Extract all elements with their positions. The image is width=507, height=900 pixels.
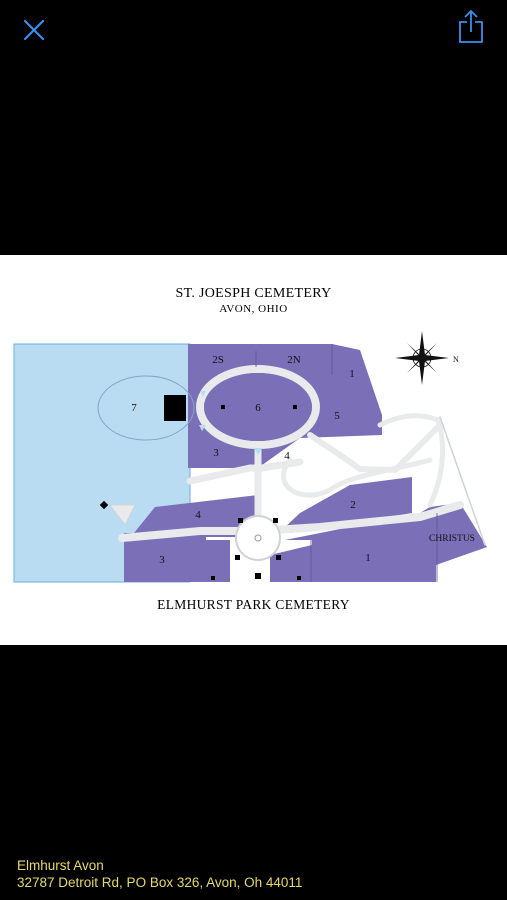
- section-4-top-label: 4: [284, 450, 290, 462]
- marker: [276, 555, 281, 560]
- section-7-label: 7: [131, 402, 137, 414]
- section-1-top-label: 1: [349, 368, 355, 380]
- marker: [221, 405, 225, 409]
- building: [164, 395, 186, 421]
- map-drawing: 2S 2N 1 7 6 5 3 4 2 4 3 1 CHRISTUS N: [13, 331, 487, 583]
- section-3-lower-block: [124, 540, 230, 582]
- share-button[interactable]: [456, 8, 488, 46]
- section-2s-label: 2S: [212, 354, 224, 366]
- section-5-label: 5: [334, 410, 340, 422]
- water-marker: [199, 425, 206, 431]
- marker: [99, 500, 109, 510]
- marker: [235, 555, 240, 560]
- marker: [255, 573, 261, 579]
- west-lot: [109, 504, 136, 526]
- section-6-oval: [204, 373, 312, 441]
- water-marker: [200, 391, 206, 397]
- christus-label: CHRISTUS: [429, 534, 475, 544]
- east-road: [377, 413, 446, 508]
- winding-road: [281, 457, 433, 498]
- map-title: ST. JOESPH CEMETERY: [175, 286, 332, 301]
- section-1-lower-block: [285, 503, 487, 582]
- compass-rose: N: [395, 331, 459, 385]
- close-button[interactable]: [22, 18, 48, 44]
- compass-north-label: N: [453, 355, 459, 364]
- main-road: [118, 501, 464, 542]
- location-name: Elmhurst Avon: [17, 858, 104, 873]
- section-3-lower-label: 3: [159, 554, 165, 566]
- section-2-block: [283, 477, 412, 533]
- east-boundary: [439, 416, 486, 546]
- map-subtitle: AVON, OHIO: [219, 303, 288, 315]
- location-caption: Elmhurst Avon 32787 Detroit Rd, PO Box 3…: [17, 857, 302, 891]
- water-marker: [254, 448, 262, 455]
- entry-circle-center: [254, 534, 262, 542]
- section-2-label: 2: [350, 499, 356, 511]
- loop-road: [307, 422, 443, 474]
- marker: [293, 405, 297, 409]
- marker: [297, 576, 301, 580]
- entry-right-block: [270, 545, 312, 582]
- marker: [273, 518, 278, 523]
- marker: [211, 576, 215, 580]
- section-6-label: 6: [255, 402, 261, 414]
- section-7-outline: [97, 375, 195, 441]
- section-2n-label: 2N: [287, 354, 301, 366]
- close-icon: [23, 19, 45, 41]
- section-3-top-label: 3: [213, 447, 219, 459]
- section-1-lower-label: 1: [365, 552, 371, 564]
- marker: [238, 518, 243, 523]
- section-4-lower-label: 4: [195, 509, 201, 521]
- location-address: 32787 Detroit Rd, PO Box 326, Avon, Oh 4…: [17, 875, 303, 890]
- map-bottom-title: ELMHURST PARK CEMETERY: [157, 597, 350, 612]
- cemetery-map[interactable]: ST. JOESPH CEMETERY AVON, OHIO: [0, 255, 507, 645]
- share-icon: [459, 9, 483, 43]
